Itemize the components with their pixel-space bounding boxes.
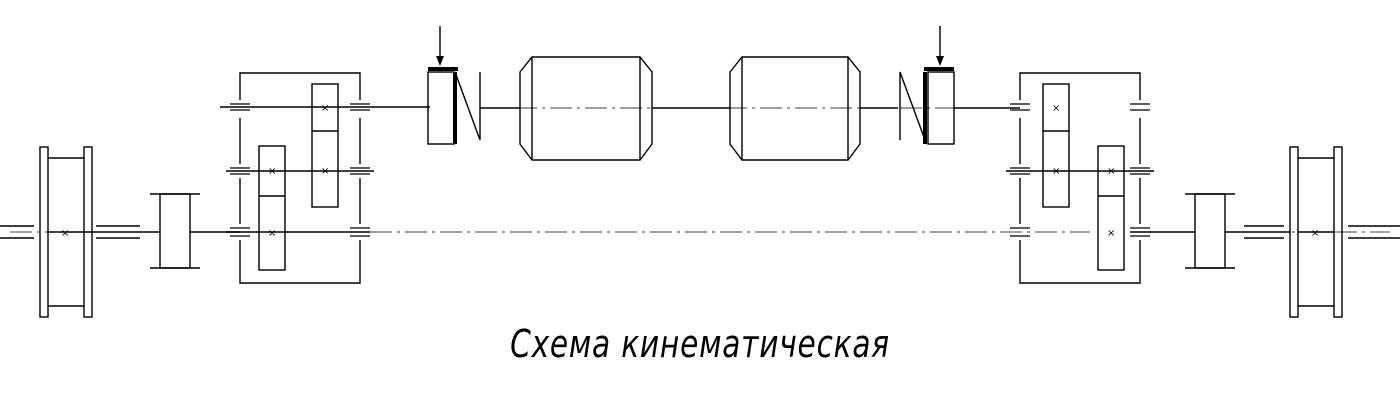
- svg-text:×: ×: [268, 228, 276, 239]
- svg-text:×: ×: [268, 166, 276, 177]
- left-wheel: ×: [0, 146, 160, 318]
- svg-text:×: ×: [1052, 103, 1060, 114]
- svg-text:×: ×: [1107, 166, 1115, 177]
- svg-text:×: ×: [61, 228, 69, 239]
- scheme-caption: Схема кинематическая: [510, 322, 890, 366]
- centerlines: [10, 107, 1390, 233]
- left-coupling: [150, 193, 240, 269]
- svg-text:×: ×: [321, 166, 329, 177]
- right-wheel: ×: [1244, 146, 1400, 318]
- svg-text:×: ×: [1311, 228, 1319, 239]
- svg-text:×: ×: [1107, 228, 1115, 239]
- left-motor: [519, 56, 730, 161]
- left-gearbox: × × × ×: [220, 72, 430, 284]
- svg-text:×: ×: [321, 103, 329, 114]
- right-gearbox: × × × ×: [1006, 72, 1195, 284]
- left-brake: [427, 26, 520, 145]
- right-coupling: [1185, 193, 1290, 269]
- right-brake: [899, 26, 1020, 145]
- svg-text:×: ×: [1052, 166, 1060, 177]
- right-motor: [729, 56, 898, 161]
